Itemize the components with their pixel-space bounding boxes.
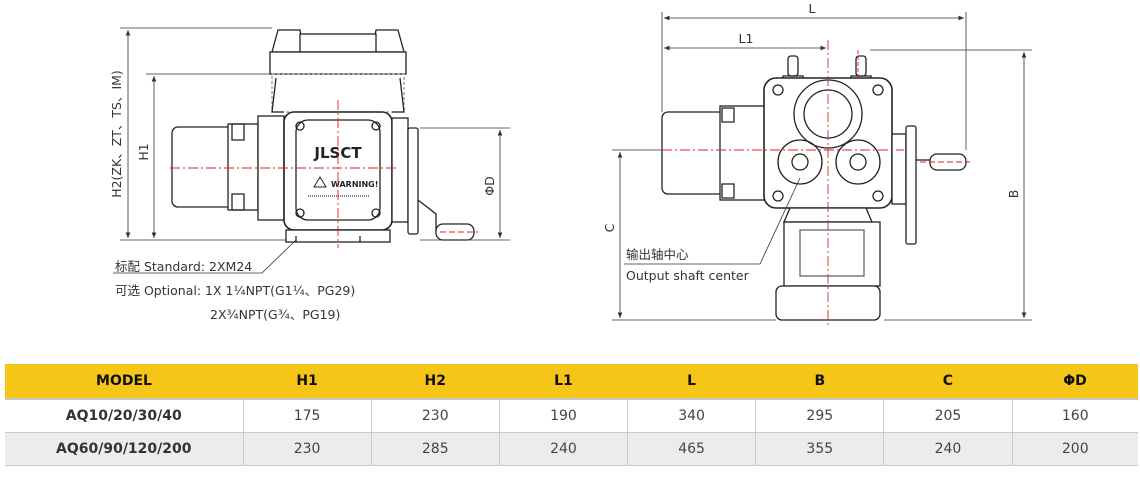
dim-b-label: B (1006, 190, 1021, 199)
header-h2: H2 (371, 364, 500, 399)
cell-b: 295 (755, 398, 885, 433)
front-view (171, 29, 475, 243)
cell-d: 200 (1012, 432, 1138, 466)
cell-h1: 230 (243, 432, 372, 466)
dim-l1-label: L1 (739, 31, 754, 46)
callout-cn: 输出轴中心 (626, 247, 689, 262)
cell-b: 355 (755, 432, 885, 466)
table-row: AQ60/90/120/200 230 285 240 465 355 240 … (5, 432, 1138, 466)
table-header-row: MODEL H1 H2 L1 L B C ΦD (5, 364, 1138, 399)
cell-l: 340 (627, 398, 757, 433)
header-h1: H1 (243, 364, 372, 399)
cell-l1: 190 (499, 398, 629, 433)
header-b: B (755, 364, 884, 399)
cell-h2: 230 (371, 398, 500, 433)
cell-c: 205 (883, 398, 1013, 433)
dimension-drawing: JLSCT WARNING! H2(ZK、ZT、TS、IM) H1 ΦD (109, 1, 1032, 326)
cell-c: 240 (883, 432, 1013, 466)
cell-h2: 285 (371, 432, 500, 466)
dim-c-label: C (602, 223, 617, 232)
table-row: AQ10/20/30/40 175 230 190 340 295 205 16… (5, 398, 1138, 433)
cell-l1: 240 (499, 432, 629, 466)
cell-d: 160 (1012, 398, 1138, 433)
dim-l-label: L (809, 1, 816, 16)
optional-note-1: 可选 Optional: 1X 1¼NPT(G1¼、PG29) (115, 283, 356, 298)
header-l: L (627, 364, 756, 399)
spec-table: MODEL H1 H2 L1 L B C ΦD AQ10/20/30/40 17… (5, 364, 1138, 466)
cell-h1: 175 (243, 398, 372, 433)
header-model: MODEL (5, 364, 243, 399)
dim-h2-label: H2(ZK、ZT、TS、IM) (109, 70, 124, 198)
standard-note: 标配 Standard: 2XM24 (115, 259, 253, 274)
dim-d-label: ΦD (482, 176, 497, 195)
optional-note-2: 2X¾NPT(G¾、PG19) (210, 307, 341, 322)
cell-model: AQ10/20/30/40 (5, 398, 244, 433)
warning-label: WARNING! (331, 180, 378, 189)
brand-logo: JLSCT (313, 144, 362, 162)
dim-h1-label: H1 (136, 143, 151, 160)
header-c: C (883, 364, 1013, 399)
cell-model: AQ60/90/120/200 (5, 432, 244, 466)
cell-l: 465 (627, 432, 757, 466)
header-l1: L1 (499, 364, 628, 399)
header-d: ΦD (1012, 364, 1138, 399)
callout-en: Output shaft center (626, 268, 749, 283)
